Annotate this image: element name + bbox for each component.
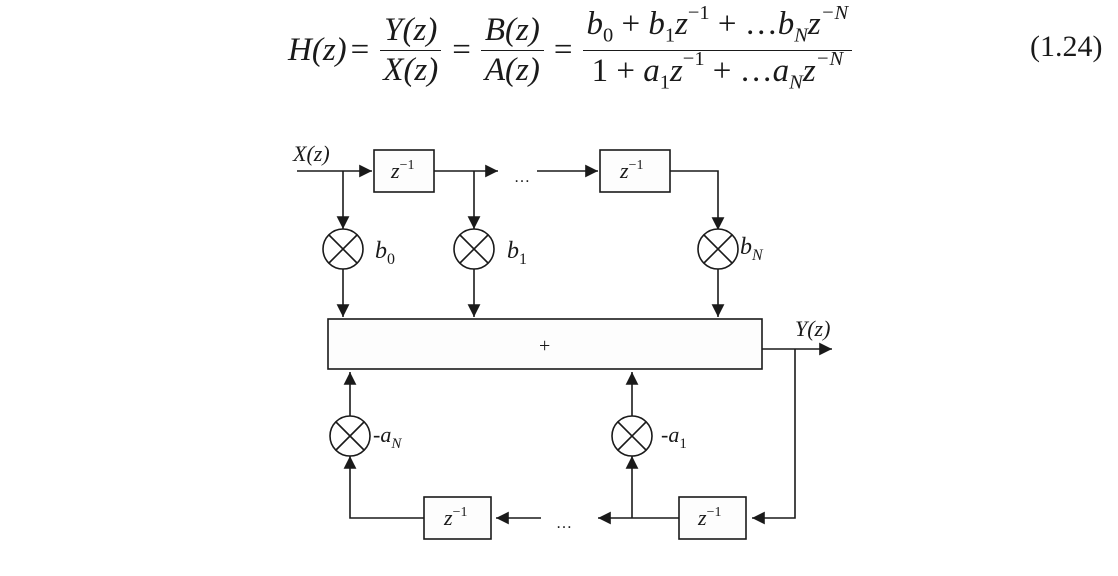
plus-sign: + [616,52,635,89]
fraction-denominator: X(z) [383,51,439,88]
fraction-numerator: B(z) [480,13,544,51]
gain-label-b1: b1 [507,238,527,268]
gain-sub: N [390,436,402,452]
term-aN-base: a [772,52,790,89]
equation-row: H(z) = Y(z) X(z) = B(z) A(z) = b0 + b1z−… [0,0,1118,100]
eq-equals-3: = [553,31,573,68]
delay-base: z [697,505,707,530]
term-aN-exp: −N [815,48,844,71]
plus-sign: + [621,6,641,43]
fraction-y-over-x: Y(z) X(z) [379,13,442,87]
tap-line-n [670,170,725,230]
eq-lhs: H(z) [288,31,347,68]
term-b1-exp: −1 [687,2,710,25]
delay-base: z [619,158,629,183]
term-b1-base: b [648,6,665,43]
branch-an [343,456,424,519]
gain-sub: N [751,247,764,264]
term-aN-var: z [802,52,816,89]
delay-base: z [443,505,453,530]
gain-base: -a [661,422,679,447]
multiplier-bn-cross [703,234,733,264]
term-b0-base: b [586,6,604,43]
gain-base: b [507,238,519,264]
ellipsis: + … [712,52,773,89]
summation-block [327,318,763,370]
delay-label-bottom-1: z−1 [697,505,721,530]
term-a1-exp: −1 [682,48,705,71]
gain-sub: 1 [679,436,687,452]
transfer-function-equation: H(z) = Y(z) X(z) = B(z) A(z) = b0 + b1z−… [288,3,858,93]
delay-block-bottom-n [423,496,492,540]
delay-block-top-n [599,149,671,193]
ellipsis-top: … [514,169,530,186]
equation-number: (1.24) [1030,30,1103,63]
term-aN-sub: N [789,71,803,94]
term-b1-sub: 1 [664,25,676,48]
term-b0-sub: 0 [603,25,614,48]
term-a1-var: z [669,52,683,89]
gain-label-a1: -a1 [661,422,687,452]
delay-label-bottom-n: z−1 [443,505,467,530]
polynomial-denominator: 1 + a1z−1 + …aNz−N [588,48,847,94]
fraction-b-over-a: B(z) A(z) [480,13,544,88]
output-label: Y(z) [795,316,830,341]
term-a1-base: a [643,52,660,89]
delay-exp: −1 [707,505,722,520]
term-b1-var: z [675,6,688,43]
multiplier-an-cross [335,421,365,451]
ellipsis: + … [717,6,778,43]
multiplier-b1-cross [459,234,489,264]
gain-base: -a [373,422,391,447]
fraction-numerator: Y(z) [380,13,442,51]
sum-label: + [539,335,550,357]
ellipsis-bottom: … [556,515,572,532]
delay-label-top-1: z−1 [390,158,414,183]
term-bN-base: b [777,6,795,43]
delay-base: z [390,158,400,183]
term-bN-exp: −N [820,2,849,25]
delay-label-top-n: z−1 [619,158,643,183]
gain-sub: 0 [387,251,395,268]
term-bN-var: z [807,6,821,43]
fraction-polynomial: b0 + b1z−1 + …bNz−N 1 + a1z−1 + …aNz−N [582,3,853,94]
eq-equals-1: = [350,31,370,68]
gain-base: b [375,238,387,264]
delay-block-bottom-1 [678,496,747,540]
term-one: 1 [591,52,609,89]
delay-exp: −1 [400,158,415,173]
polynomial-numerator: b0 + b1z−1 + …bNz−N [582,3,853,51]
feedback-line [752,349,796,525]
fraction-denominator: A(z) [484,51,540,88]
multiplier-b0-cross [328,234,358,264]
gain-base: b [740,234,752,260]
term-a1-sub: 1 [659,71,670,94]
input-label: X(z) [292,141,330,166]
gain-sub: 1 [519,251,527,268]
delay-exp: −1 [453,505,468,520]
multiplier-a1-cross [617,421,647,451]
term-bN-sub: N [794,25,808,48]
delay-exp: −1 [629,158,644,173]
gain-label-b0: b0 [375,238,395,268]
gain-label-bn: bN [740,234,764,264]
gain-label-an: -aN [373,422,402,452]
eq-equals-2: = [452,31,471,68]
